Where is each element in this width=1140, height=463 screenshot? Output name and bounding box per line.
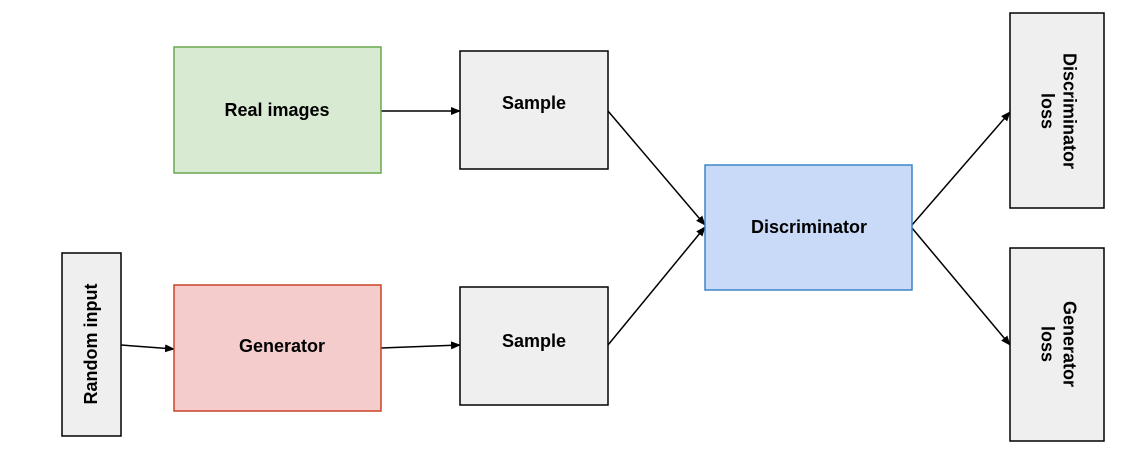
random-input-node: Random input [61,252,122,437]
real-images-node: Real images [173,46,382,174]
discriminator-loss-label-line2: loss [1037,93,1057,129]
sample-fake-node: Sample [459,286,609,406]
edge-discriminator-to-generator-loss [911,227,1011,346]
edge-random-input-to-generator [120,344,175,353]
edge-discriminator-to-discriminator-loss [911,111,1011,226]
sample-real-box [459,50,609,170]
sample-real-label: Sample [502,93,566,113]
sample-fake-box [459,286,609,406]
discriminator-box [704,164,913,291]
edges [120,107,1011,353]
random-input-box [61,252,122,437]
generator-loss-label-line2: loss [1037,326,1057,362]
random-input-label: Random input [81,284,101,405]
sample-real-node: Sample [459,50,609,170]
sample-fake-label: Sample [502,331,566,351]
edge-sample-fake-to-discriminator [607,226,706,346]
generator-loss-label-line1: Generator [1059,301,1079,387]
discriminator-loss-node: Discriminator loss [1009,12,1105,209]
edge-generator-to-sample [379,341,461,350]
discriminator-label: Discriminator [751,217,867,237]
generator-box [173,284,382,412]
generator-loss-node: Generator loss [1009,247,1105,442]
discriminator-loss-box [1009,12,1105,209]
real-images-label: Real images [224,100,329,120]
generator-loss-box [1009,247,1105,442]
generator-node: Generator [173,284,382,412]
edge-sample-real-to-discriminator [607,110,706,226]
real-images-box [173,46,382,174]
generator-label: Generator [239,336,325,356]
discriminator-loss-label-line1: Discriminator [1059,53,1079,169]
discriminator-node: Discriminator [704,164,913,291]
